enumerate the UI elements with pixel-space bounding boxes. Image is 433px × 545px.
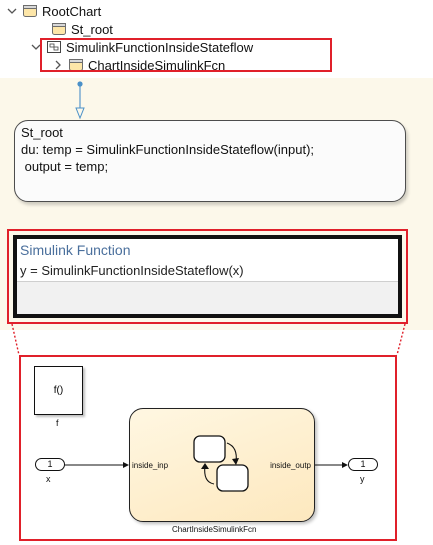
outport-block[interactable]: 1 <box>348 458 378 471</box>
zoom-line-right <box>396 323 406 356</box>
tree-item-label: St_root <box>71 21 113 37</box>
default-transition-dot <box>77 81 83 87</box>
simulink-function-highlight-box <box>7 229 408 324</box>
tree-item-label: RootChart <box>42 3 102 19</box>
chart-output-port-label: inside_outp <box>270 461 311 470</box>
chevron-down-icon[interactable] <box>30 41 42 53</box>
signal-arrow-out <box>342 462 348 468</box>
state-icon <box>52 23 66 35</box>
function-trigger-block[interactable]: f() <box>34 366 83 415</box>
state-st-root[interactable]: St_root du: temp = SimulinkFunctionInsid… <box>14 120 406 202</box>
default-transition-arrowhead <box>75 107 85 120</box>
chevron-right-icon[interactable] <box>52 59 64 71</box>
stateflow-chart-icon <box>193 435 249 492</box>
state-action-line-2: output = temp; <box>21 159 109 174</box>
chart-icon <box>23 5 37 17</box>
function-trigger-text: f() <box>53 385 64 396</box>
tree-item-rootchart[interactable]: RootChart <box>6 2 101 20</box>
simulink-function-title: Simulink Function <box>20 242 131 258</box>
chart-block-name: ChartInsideSimulinkFcn <box>172 525 257 534</box>
simulink-function-icon <box>47 41 61 53</box>
tree-item-chart-inside-simulink-fcn[interactable]: ChartInsideSimulinkFcn <box>52 56 225 74</box>
chart-icon <box>69 59 83 71</box>
inport-number: 1 <box>47 459 53 469</box>
signal-arrow-in <box>123 462 129 468</box>
state-name: St_root <box>21 125 63 140</box>
inport-name: x <box>46 474 51 484</box>
chevron-down-icon[interactable] <box>6 5 18 17</box>
tree-highlight-box <box>40 38 332 72</box>
outport-number: 1 <box>360 459 366 469</box>
simulink-function-contents-area <box>17 282 398 314</box>
function-trigger-name: f <box>56 418 59 428</box>
simulink-function-signature: y = SimulinkFunctionInsideStateflow(x) <box>20 263 244 278</box>
zoom-line-left <box>11 323 20 356</box>
tree-item-label: SimulinkFunctionInsideStateflow <box>66 39 254 55</box>
tree-item-simulink-function[interactable]: SimulinkFunctionInsideStateflow <box>30 38 253 56</box>
chart-input-port-label: inside_inp <box>132 461 169 470</box>
tree-item-st-root[interactable]: St_root <box>52 20 113 38</box>
state-action-line-1: du: temp = SimulinkFunctionInsideStatefl… <box>21 142 315 157</box>
inport-block[interactable]: 1 <box>35 458 65 471</box>
tree-item-label: ChartInsideSimulinkFcn <box>88 57 226 73</box>
simulink-function-divider <box>17 281 398 282</box>
outport-name: y <box>360 474 365 484</box>
simulink-function-block[interactable]: Simulink Function y = SimulinkFunctionIn… <box>13 235 402 318</box>
model-browser-tree: RootChart St_root SimulinkFunctionInside… <box>0 0 433 78</box>
